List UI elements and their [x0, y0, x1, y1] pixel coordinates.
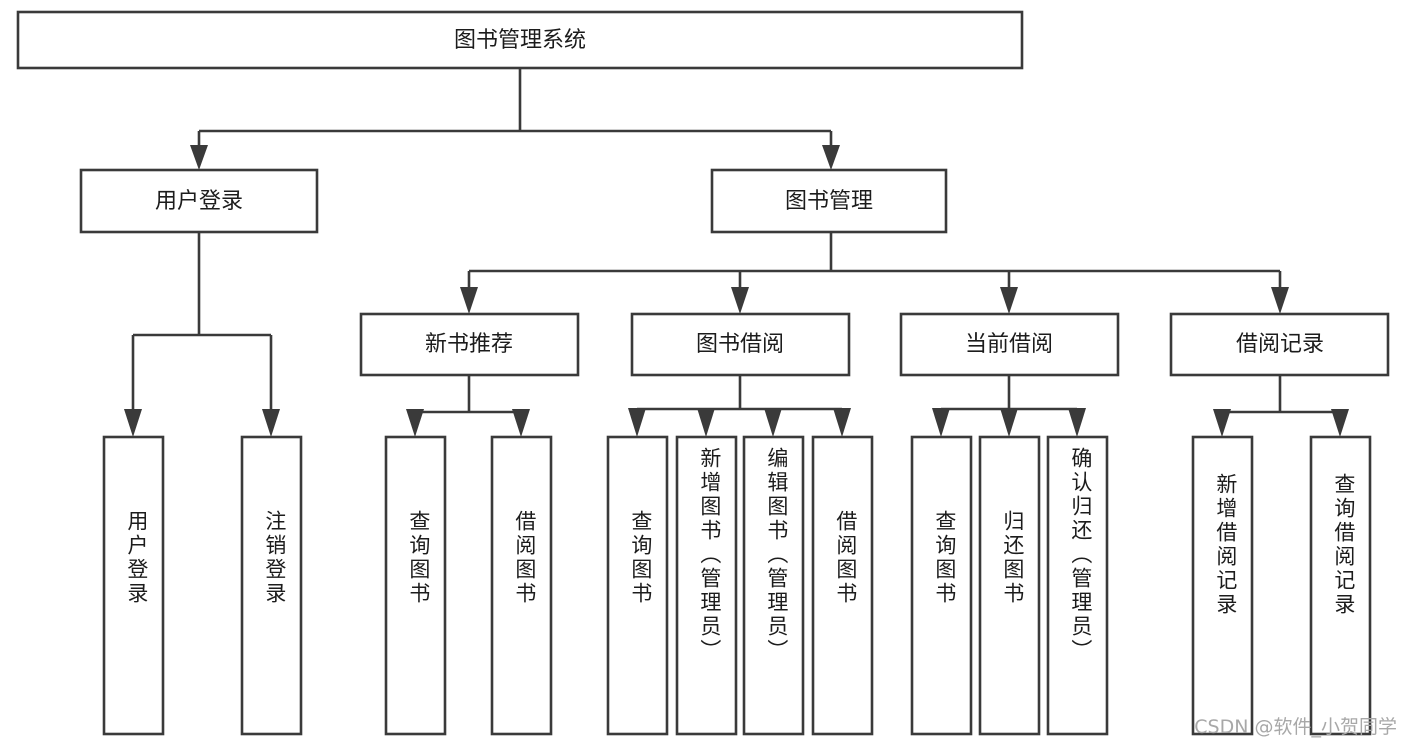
node-book-management-label: 图书管理	[785, 189, 873, 214]
leaf-box-borrow-lend[interactable]	[811, 435, 874, 736]
node-borrow-record-label: 借阅记录	[1236, 332, 1324, 357]
leaf-box-borrow-edit[interactable]	[742, 435, 805, 736]
leaf-box-newbook-borrow[interactable]	[490, 435, 553, 736]
node-root-label: 图书管理系统	[454, 28, 586, 53]
leaf-box-borrow-add[interactable]	[675, 435, 738, 736]
leaf-box-user-login-logout[interactable]	[240, 435, 303, 736]
connector-newbook-to-leaves	[406, 375, 530, 437]
connector-userlogin-to-leaves	[124, 232, 280, 437]
connector-root-to-level2	[190, 68, 840, 170]
leaf-box-newbook-query[interactable]	[384, 435, 447, 736]
node-current-borrow[interactable]: 当前借阅	[899, 312, 1120, 377]
node-new-book-recommend[interactable]: 新书推荐	[359, 312, 580, 377]
node-root[interactable]: 图书管理系统	[16, 10, 1024, 70]
node-book-borrow-box[interactable]	[630, 312, 851, 377]
node-user-login-label: 用户登录	[155, 189, 243, 214]
node-current-borrow-box[interactable]	[899, 312, 1120, 377]
node-book-borrow[interactable]: 图书借阅	[630, 312, 851, 377]
node-current-borrow-label: 当前借阅	[965, 332, 1053, 357]
node-borrow-record[interactable]: 借阅记录	[1169, 312, 1390, 377]
node-new-book-recommend-label: 新书推荐	[425, 332, 513, 357]
node-new-book-recommend-box[interactable]	[359, 312, 580, 377]
connector-bookborrow-to-leaves	[628, 375, 851, 437]
watermark-text: CSDN @软件_小贺同学	[1194, 716, 1397, 738]
leaf-box-user-login-login[interactable]	[102, 435, 165, 736]
node-book-management[interactable]: 图书管理	[710, 168, 948, 234]
connector-borrowrecord-to-leaves	[1213, 375, 1349, 437]
connector-currentborrow-to-leaves	[932, 375, 1086, 437]
leaf-box-current-query[interactable]	[910, 435, 973, 736]
node-root-box[interactable]	[16, 10, 1024, 70]
leaf-box-current-return[interactable]	[978, 435, 1041, 736]
leaf-box-record-add[interactable]	[1191, 435, 1254, 736]
node-user-login[interactable]: 用户登录	[79, 168, 319, 234]
connector-bookmgmt-to-level3	[460, 232, 1289, 314]
node-borrow-record-box[interactable]	[1169, 312, 1390, 377]
leaf-box-current-confirm[interactable]	[1046, 435, 1109, 736]
node-user-login-box[interactable]	[79, 168, 319, 234]
node-book-management-box[interactable]	[710, 168, 948, 234]
leaf-box-record-query[interactable]	[1309, 435, 1372, 736]
node-book-borrow-label: 图书借阅	[696, 332, 784, 357]
leaf-box-borrow-query[interactable]	[606, 435, 669, 736]
